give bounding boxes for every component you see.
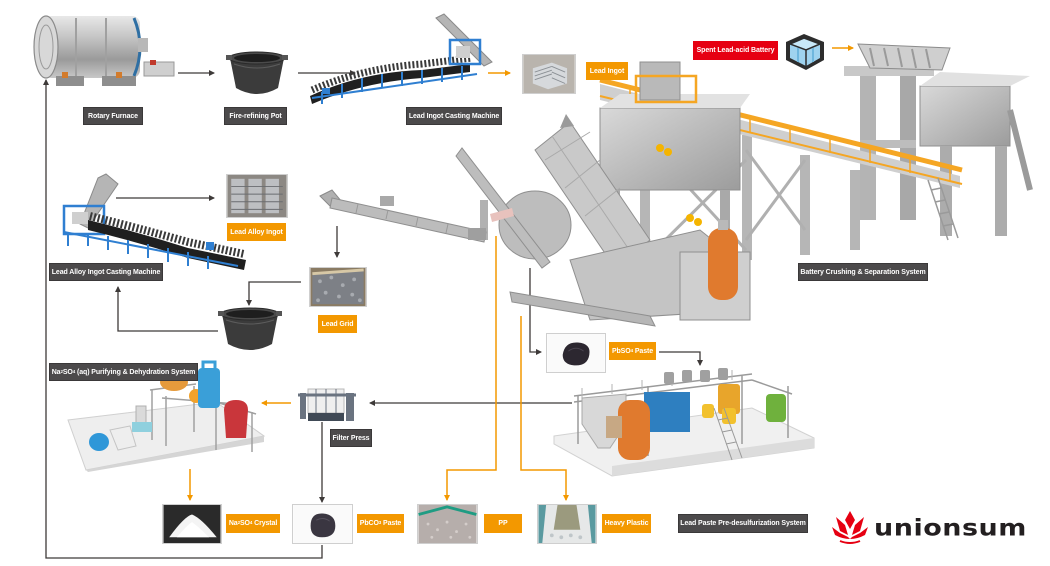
crystal-subscript-4: 4 [249, 520, 253, 526]
lead-grid-label: Lead Grid [318, 315, 357, 333]
pbco3-suffix: Paste [381, 520, 402, 527]
crystal-suffix: Crystal [252, 520, 278, 527]
battery-icon [782, 30, 828, 74]
pbco3-subscript: 3 [378, 520, 382, 526]
lead-alloy-ingot-label: Lead Alloy Ingot [227, 223, 286, 241]
refining-pot-alloy-icon [216, 306, 284, 352]
crystal-subscript-2: 2 [237, 520, 241, 526]
fire-refining-pot-label: Fire-refining Pot [224, 107, 287, 125]
lead-ingot-label: Lead Ingot [586, 62, 628, 80]
filter-press-icon [296, 385, 362, 425]
lead-grid-photo [309, 267, 367, 307]
pp-chips-photo [417, 504, 478, 544]
heavy-plastic-label: Heavy Plastic [602, 514, 651, 533]
arrow-pbso4-to-desulfurization [659, 351, 703, 366]
pbso4-paste-photo [546, 333, 606, 373]
rotary-furnace-label: Rotary Furnace [83, 107, 143, 125]
spent-battery-label: Spent Lead-acid Battery [693, 41, 778, 60]
heavy-plastic-photo [537, 504, 597, 544]
pbso4-formula: PbSO [611, 347, 631, 355]
crushing-plant-icon [450, 30, 1050, 330]
unionsum-logo: unionsum [832, 508, 1042, 548]
na2so4-formula-so: SO [62, 368, 73, 376]
pp-label: PP [484, 514, 522, 533]
na2so4-subscript-2: 2 [60, 368, 63, 374]
crown-flame-icon [832, 511, 868, 544]
na2so4-formula-na: Na [51, 368, 61, 376]
alloy-casting-machine-icon [58, 172, 254, 272]
na2so4-crystal-photo [162, 504, 222, 544]
screw-conveyor-icon [318, 188, 490, 244]
pbso4-suffix: Paste [633, 347, 654, 355]
lead-alloy-ingot-casting-machine-label: Lead Alloy Ingot Casting Machine [49, 263, 163, 281]
pbco3-formula: PbCO [359, 520, 379, 527]
crystal-formula-so: SO [239, 520, 250, 527]
na2so4-system-suffix: (aq) Purifying & Dehydration System [75, 368, 196, 376]
rotary-furnace-icon [26, 12, 176, 94]
battery-crushing-separation-label: Battery Crushing & Separation System [798, 263, 928, 281]
arrow-lead-grid-to-pot [246, 281, 301, 306]
na2so4-subscript-4: 4 [72, 368, 76, 374]
filter-press-label: Filter Press [330, 429, 372, 447]
pbso4-subscript: 4 [630, 347, 634, 353]
pbco3-paste-photo [292, 504, 353, 544]
lead-ingot-photo [522, 54, 576, 94]
lead-paste-desulfurization-label: Lead Paste Pre-desulfurization System [678, 514, 808, 533]
ingot-casting-machine-icon [302, 12, 498, 104]
crystal-formula-na: Na [228, 520, 238, 527]
arrow-pot-to-alloy-casting [115, 286, 218, 332]
alloy-ingot-photo [226, 174, 288, 218]
lead-ingot-casting-machine-label: Lead Ingot Casting Machine [406, 107, 502, 125]
desulfurization-plant-icon [552, 368, 815, 477]
refining-pot-icon [224, 50, 290, 98]
brand-name: unionsum [874, 514, 1027, 542]
